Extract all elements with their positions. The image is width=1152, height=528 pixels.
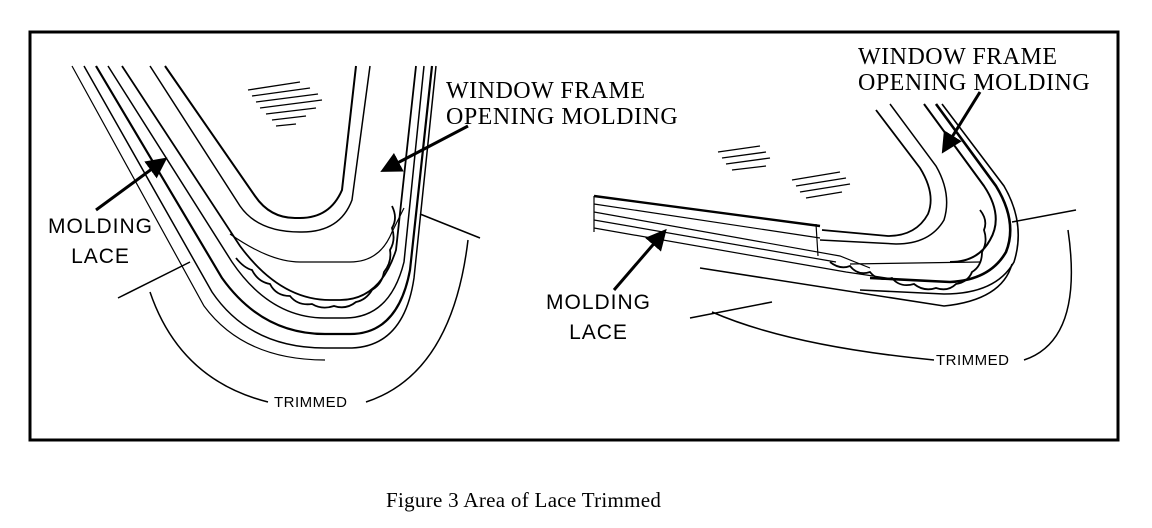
right-molding-lace-line1: MOLDING	[546, 291, 652, 314]
left-frame-molding-arrow	[380, 124, 469, 172]
right-molding-lace-line2: LACE	[569, 321, 628, 344]
right-frame-molding-line1: WINDOW FRAME	[858, 44, 1058, 70]
left-molding-lace-line2: LACE	[71, 245, 130, 268]
left-panel-drawing	[71, 65, 481, 403]
figure-border	[28, 30, 1120, 442]
left-lace-arrow	[95, 157, 168, 212]
left-molding-lace-line1: MOLDING	[48, 215, 154, 238]
right-trimmed-label: TRIMMED	[936, 352, 1010, 369]
left-frame-molding-label: WINDOW FRAME OPENING MOLDING	[446, 78, 678, 130]
right-molding-lace-label: MOLDING LACE	[546, 288, 651, 348]
left-molding-lace-label: MOLDING LACE	[48, 212, 153, 272]
left-frame-molding-line2: OPENING MOLDING	[446, 104, 679, 130]
right-frame-molding-line2: OPENING MOLDING	[858, 70, 1091, 96]
left-trimmed-label: TRIMMED	[274, 394, 348, 411]
left-frame-molding-line1: WINDOW FRAME	[446, 78, 646, 104]
right-lace-arrow	[612, 228, 667, 291]
figure-caption: Figure 3 Area of Lace Trimmed	[386, 488, 662, 512]
right-frame-molding-arrow	[941, 91, 982, 154]
right-frame-molding-label: WINDOW FRAME OPENING MOLDING	[858, 44, 1090, 96]
right-panel-drawing	[593, 103, 1077, 361]
